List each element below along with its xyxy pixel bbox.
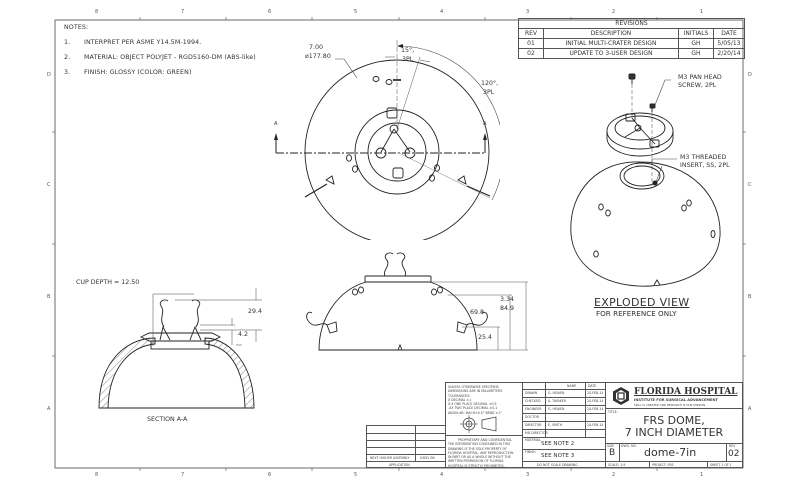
notes-block: NOTES: 1.INTERPRET PER ASME Y14.5M-1994.… <box>64 24 256 84</box>
screw-callout-line2: SCREW, 2PL <box>678 82 717 89</box>
sheet-value: SHEET 1 OF 1 <box>710 463 732 467</box>
zone-col-6-bottom: 6 <box>268 472 272 478</box>
zone-col-1-bottom: 1 <box>700 472 704 478</box>
front-view-drawing <box>306 252 528 351</box>
rev-header: REV <box>518 28 544 39</box>
diameter-mm-dim: ⌀177.80 <box>305 53 331 60</box>
zone-col-2: 2 <box>612 9 616 15</box>
rev-label: REV <box>729 444 736 448</box>
zone-col-2-bottom: 2 <box>612 472 616 478</box>
revision-row: 02 UPDATE TO 3-USER DESIGN GH 2/20/14 <box>518 48 745 59</box>
projection-symbol-icon <box>460 415 497 433</box>
angle-15-qty: 3PL <box>402 56 414 63</box>
section-marker-right: A <box>483 121 487 127</box>
section-dim-29-4: 29.4 <box>248 308 263 315</box>
name-header: NAME <box>567 384 577 388</box>
finish-value: SEE NOTE 3 <box>541 453 575 459</box>
front-height-inch: 3.34 <box>500 296 515 303</box>
size-label: SIZE <box>607 444 615 448</box>
company-subtitle: INSTITUTE FOR SURGICAL ADVANCEMENT <box>634 398 718 402</box>
zone-col-4-bottom: 4 <box>440 472 444 478</box>
tolerance-block: UNLESS OTHERWISE SPECIFIED: DIMENSIONS A… <box>445 382 523 468</box>
angle-120-qty: 3PL <box>483 89 495 96</box>
drawing-title: FRS DOME, 7 INCH DIAMETER <box>624 414 724 439</box>
zone-row-b: B <box>47 294 51 300</box>
next-assembly-block: NEXT HIGHER ASSEMBLY USED ON APPLICATION <box>366 425 446 468</box>
section-view-drawing <box>98 288 262 409</box>
do-not-scale: DO NOT SCALE DRAWING <box>537 463 578 467</box>
zone-col-8-bottom: 8 <box>95 472 99 478</box>
top-view-drawing <box>274 40 500 240</box>
front-dim-25-4: 25.4 <box>478 334 493 341</box>
company-name: FLORIDA HOSPITAL <box>634 387 738 397</box>
insert-callout-line2: INSERT, SS, 2PL <box>680 162 730 169</box>
revisions-table: REVISIONS REV DESCRIPTION INITIALS DATE … <box>518 18 745 59</box>
section-marker-left: A <box>274 121 278 127</box>
zone-col-3: 3 <box>526 9 530 15</box>
revisions-title: REVISIONS <box>518 18 745 29</box>
zone-col-3-bottom: 3 <box>526 472 530 478</box>
insert-callout-line1: M3 THREADED <box>680 154 727 161</box>
dwg-no-label: DWG. NO. <box>621 444 637 448</box>
zone-col-5-bottom: 5 <box>354 472 358 478</box>
exploded-view-subtitle: FOR REFERENCE ONLY <box>596 309 677 318</box>
zone-col-8: 8 <box>95 9 99 15</box>
angle-120-dim: 120°, <box>481 80 499 87</box>
zone-row-d: D <box>47 72 51 78</box>
description-header: DESCRIPTION <box>543 28 679 39</box>
finish-label: FINISH <box>525 450 536 454</box>
company-tagline: SKILL IS CREATED AND RESEARCH IS OUR MIS… <box>634 403 706 407</box>
material-value: SEE NOTE 2 <box>541 441 575 447</box>
approvals-block: NAME DATE DRAWN G. HEAIEN 20-FEB-14 CHEC… <box>522 382 606 468</box>
screw-callout-line1: M3 PAN HEAD <box>678 74 722 81</box>
zone-col-7-bottom: 7 <box>181 472 185 478</box>
scale-value: SCALE: 1:5 <box>608 463 626 467</box>
cup-depth-dim: CUP DEPTH = 12.50 <box>76 279 140 286</box>
angle-15-dim: 15°, <box>401 47 415 54</box>
section-title: SECTION A-A <box>147 416 188 423</box>
zone-col-5: 5 <box>354 9 358 15</box>
florida-hospital-logo-icon <box>613 387 629 405</box>
title-label: TITLE: <box>608 410 618 414</box>
revision-row: 01 INITIAL MULTI-CRATER DESIGN GH 5/05/1… <box>518 38 745 49</box>
note-item: 1.INTERPRET PER ASME Y14.5M-1994. <box>64 39 202 46</box>
zone-col-4: 4 <box>440 9 444 15</box>
front-height-mm: 84.9 <box>500 305 515 312</box>
note-item: 2.MATERIAL: OBJECT POLYJET - RGD5160-DM … <box>64 54 256 61</box>
zone-row-a-right: A <box>748 406 752 412</box>
zone-row-d-right: D <box>748 72 752 78</box>
used-on-label: USED ON <box>420 456 435 460</box>
zone-col-6: 6 <box>268 9 272 15</box>
exploded-view-drawing <box>570 73 721 287</box>
application-label: APPLICATION <box>389 463 410 467</box>
rev-value: 02 <box>728 449 740 459</box>
material-label: MATERIAL <box>525 438 541 442</box>
section-dim-4-2: 4.2 <box>238 331 249 338</box>
zone-row-a: A <box>47 406 51 412</box>
dwg-no-value: dome-7in <box>644 446 697 459</box>
note-item: 3.FINISH: GLOSSY (COLOR: GREEN) <box>64 69 192 76</box>
front-dim-69-8: 69.8 <box>470 309 485 316</box>
zone-col-7: 7 <box>181 9 185 15</box>
date-header: DATE <box>588 384 597 388</box>
notes-heading: NOTES: <box>64 24 89 31</box>
date-header: DATE <box>713 28 745 39</box>
exploded-view-title: EXPLODED VIEW <box>594 296 690 309</box>
project-value: PROJECT: FRS <box>652 463 674 467</box>
diameter-inch-dim: 7.00 <box>309 44 324 51</box>
zone-row-c: C <box>47 182 51 188</box>
initials-header: INITIALS <box>678 28 714 39</box>
size-value: B <box>609 448 616 458</box>
company-title-block: FLORIDA HOSPITAL INSTITUTE FOR SURGICAL … <box>605 382 743 468</box>
zone-row-c-right: C <box>748 182 752 188</box>
next-assy-label: NEXT HIGHER ASSEMBLY <box>370 456 410 460</box>
zone-col-1: 1 <box>700 9 704 15</box>
zone-row-b-right: B <box>748 294 752 300</box>
